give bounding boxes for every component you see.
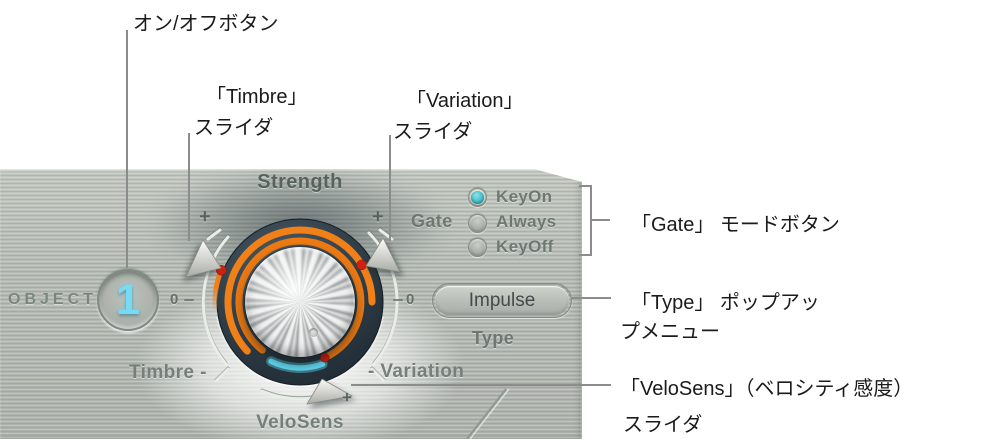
annotation-onoff: オン/オフボタン bbox=[133, 13, 279, 35]
callout-bracket-gate-top bbox=[579, 185, 592, 187]
annotation-timbre-line1: 「Timbre」 bbox=[206, 86, 308, 108]
callout-bracket-gate-tail bbox=[592, 219, 610, 221]
velosens-plus-label: + bbox=[342, 388, 352, 407]
annotation-gate: 「Gate」 モードボタン bbox=[631, 214, 840, 236]
callout-line-velosens bbox=[351, 384, 611, 386]
timbre-slider-handle[interactable] bbox=[185, 239, 222, 278]
variation-slider-handle[interactable] bbox=[365, 237, 401, 273]
object-label: OBJECT bbox=[8, 291, 97, 308]
annotation-velosens-line2: スライダ bbox=[623, 414, 703, 436]
variation-plus-label: + bbox=[372, 206, 384, 228]
gate-option-keyoff-label: KeyOff bbox=[496, 237, 554, 256]
gate-radio-always[interactable] bbox=[468, 214, 487, 233]
callout-line-timbre bbox=[188, 133, 190, 241]
strength-label: Strength bbox=[257, 171, 343, 193]
gate-radio-always-dot bbox=[471, 217, 484, 230]
variation-track-bottom-tick bbox=[370, 367, 386, 383]
panel-seam bbox=[466, 388, 507, 439]
velosens-arc bbox=[268, 358, 326, 371]
object-number: 1 bbox=[116, 275, 140, 324]
annotation-type-line2: プメニュー bbox=[620, 321, 720, 343]
annotation-variation-line1: 「Variation」 bbox=[406, 90, 524, 112]
velosens-label: VeloSens bbox=[256, 412, 344, 433]
gate-radio-keyoff[interactable] bbox=[468, 238, 487, 257]
value-dots bbox=[215, 259, 367, 363]
gate-radio-keyon-dot bbox=[471, 191, 484, 204]
velosens-slider-handle[interactable] bbox=[306, 378, 353, 405]
type-popup-button[interactable]: Impulse bbox=[432, 283, 572, 318]
type-popup-value: Impulse bbox=[468, 289, 536, 311]
callout-line-variation bbox=[389, 135, 391, 241]
callout-bracket-gate bbox=[590, 185, 592, 256]
type-label: Type bbox=[471, 328, 515, 348]
callout-bracket-gate-bottom bbox=[579, 254, 592, 256]
annotation-timbre-line2: スライダ bbox=[194, 117, 274, 139]
annotation-velosens-line1: 「VeloSens」（ベロシティ感度） bbox=[620, 378, 914, 400]
gate-label: Gate bbox=[411, 211, 453, 231]
object-on-off-button[interactable]: 1 bbox=[97, 269, 159, 331]
timbre-label: Timbre - bbox=[129, 362, 207, 383]
variation-zero-tick bbox=[393, 299, 403, 301]
variation-zero-label: 0 bbox=[406, 291, 415, 308]
gate-option-always-label: Always bbox=[496, 212, 557, 231]
timbre-track-bottom-tick bbox=[214, 367, 230, 383]
variation-red-dot bbox=[356, 259, 367, 271]
callout-line-onoff bbox=[126, 30, 128, 268]
annotation-type-line1: 「Type」 ポップアッ bbox=[631, 292, 820, 314]
strength-red-dot bbox=[320, 352, 330, 363]
knob-bezel-rim-highlight bbox=[216, 316, 384, 388]
gate-radio-keyoff-dot bbox=[471, 241, 484, 254]
timbre-track-top-tick bbox=[206, 228, 222, 241]
timbre-track[interactable] bbox=[201, 235, 230, 366]
strength-knob[interactable] bbox=[245, 247, 355, 357]
callout-line-type bbox=[571, 297, 611, 299]
timbre-zero-tick bbox=[184, 299, 194, 301]
type-popup-surface: Impulse bbox=[435, 286, 569, 315]
annotation-variation-line2: スライダ bbox=[393, 121, 473, 143]
timbre-plus-label: + bbox=[199, 206, 211, 228]
strength-inner-arc bbox=[235, 237, 365, 362]
knob-indicator-dot bbox=[309, 328, 318, 337]
timbre-zero-label: 0 bbox=[170, 291, 179, 308]
gate-radio-keyon[interactable] bbox=[468, 188, 487, 207]
panel-seam-highlight bbox=[469, 388, 510, 439]
variation-label: - Variation bbox=[368, 361, 465, 382]
gate-option-keyon-label: KeyOn bbox=[496, 187, 553, 206]
